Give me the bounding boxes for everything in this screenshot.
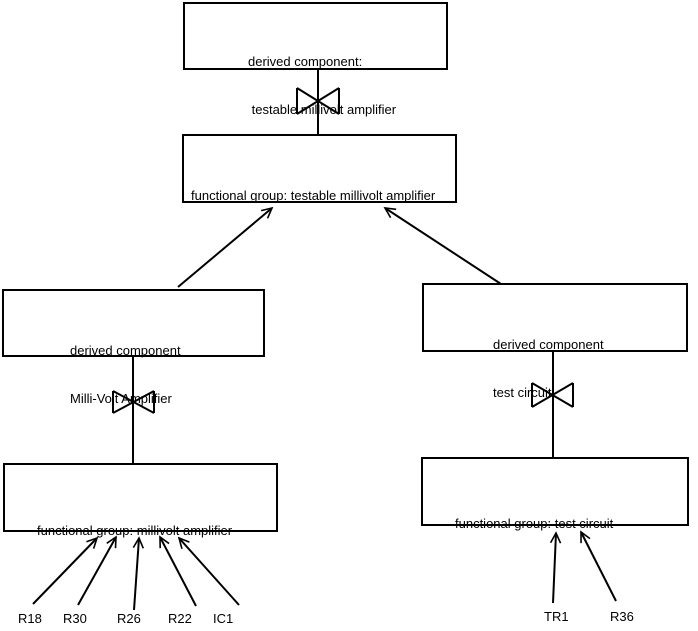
node-text-line1: derived component: [493, 337, 604, 352]
node-text-line1: derived component:: [248, 54, 363, 69]
arrow-tr1: [549, 531, 562, 604]
component-label-r30: R30: [63, 611, 87, 626]
arrow-r22: [159, 535, 197, 607]
bowtie-icon-top: [296, 87, 340, 115]
node-text: functional group: testable millivolt amp…: [191, 188, 436, 203]
node-text-line2: Milli-Volt Amplifier: [70, 391, 172, 406]
node-derived-component-test-circuit: derived component test circuit: [422, 283, 688, 400]
component-label-r22: R22: [168, 611, 192, 626]
component-label-ic1: IC1: [213, 611, 234, 626]
arrow-test-to-fg-testable: [383, 207, 502, 285]
node-functional-group-test-circuit: functional group: test circuit: [421, 457, 689, 531]
node-derived-component-testable-millivolt-amplifier: derived component: testable millivolt am…: [183, 2, 448, 117]
node-text: functional group: test circuit: [455, 516, 614, 531]
arrow-r18: [32, 536, 99, 605]
arrow-mva-to-fg-testable: [177, 206, 274, 288]
arrow-r36: [580, 530, 617, 602]
component-label-tr1: TR1: [544, 609, 569, 624]
node-derived-component-milli-volt-amplifier: derived component Milli-Volt Amplifier: [2, 289, 265, 406]
node-text-line2: testable millivolt amplifier: [248, 102, 397, 117]
node-functional-group-millivolt-amplifier: functional group: millivolt amplifier: [3, 463, 278, 538]
component-label-r18: R18: [18, 611, 42, 626]
component-label-r26: R26: [117, 611, 141, 626]
arrow-r30: [77, 535, 117, 606]
bowtie-icon-left: [112, 390, 155, 414]
arrow-ic1: [177, 536, 240, 606]
arrow-r26: [132, 536, 145, 611]
component-label-r36: R36: [610, 609, 634, 624]
node-text: functional group: millivolt amplifier: [37, 523, 233, 538]
node-functional-group-testable-millivolt-amplifier: functional group: testable millivolt amp…: [182, 134, 457, 203]
node-text-line2: test circuit: [493, 385, 552, 400]
bowtie-icon-right: [531, 382, 574, 408]
node-text-line1: derived component: [70, 343, 181, 358]
